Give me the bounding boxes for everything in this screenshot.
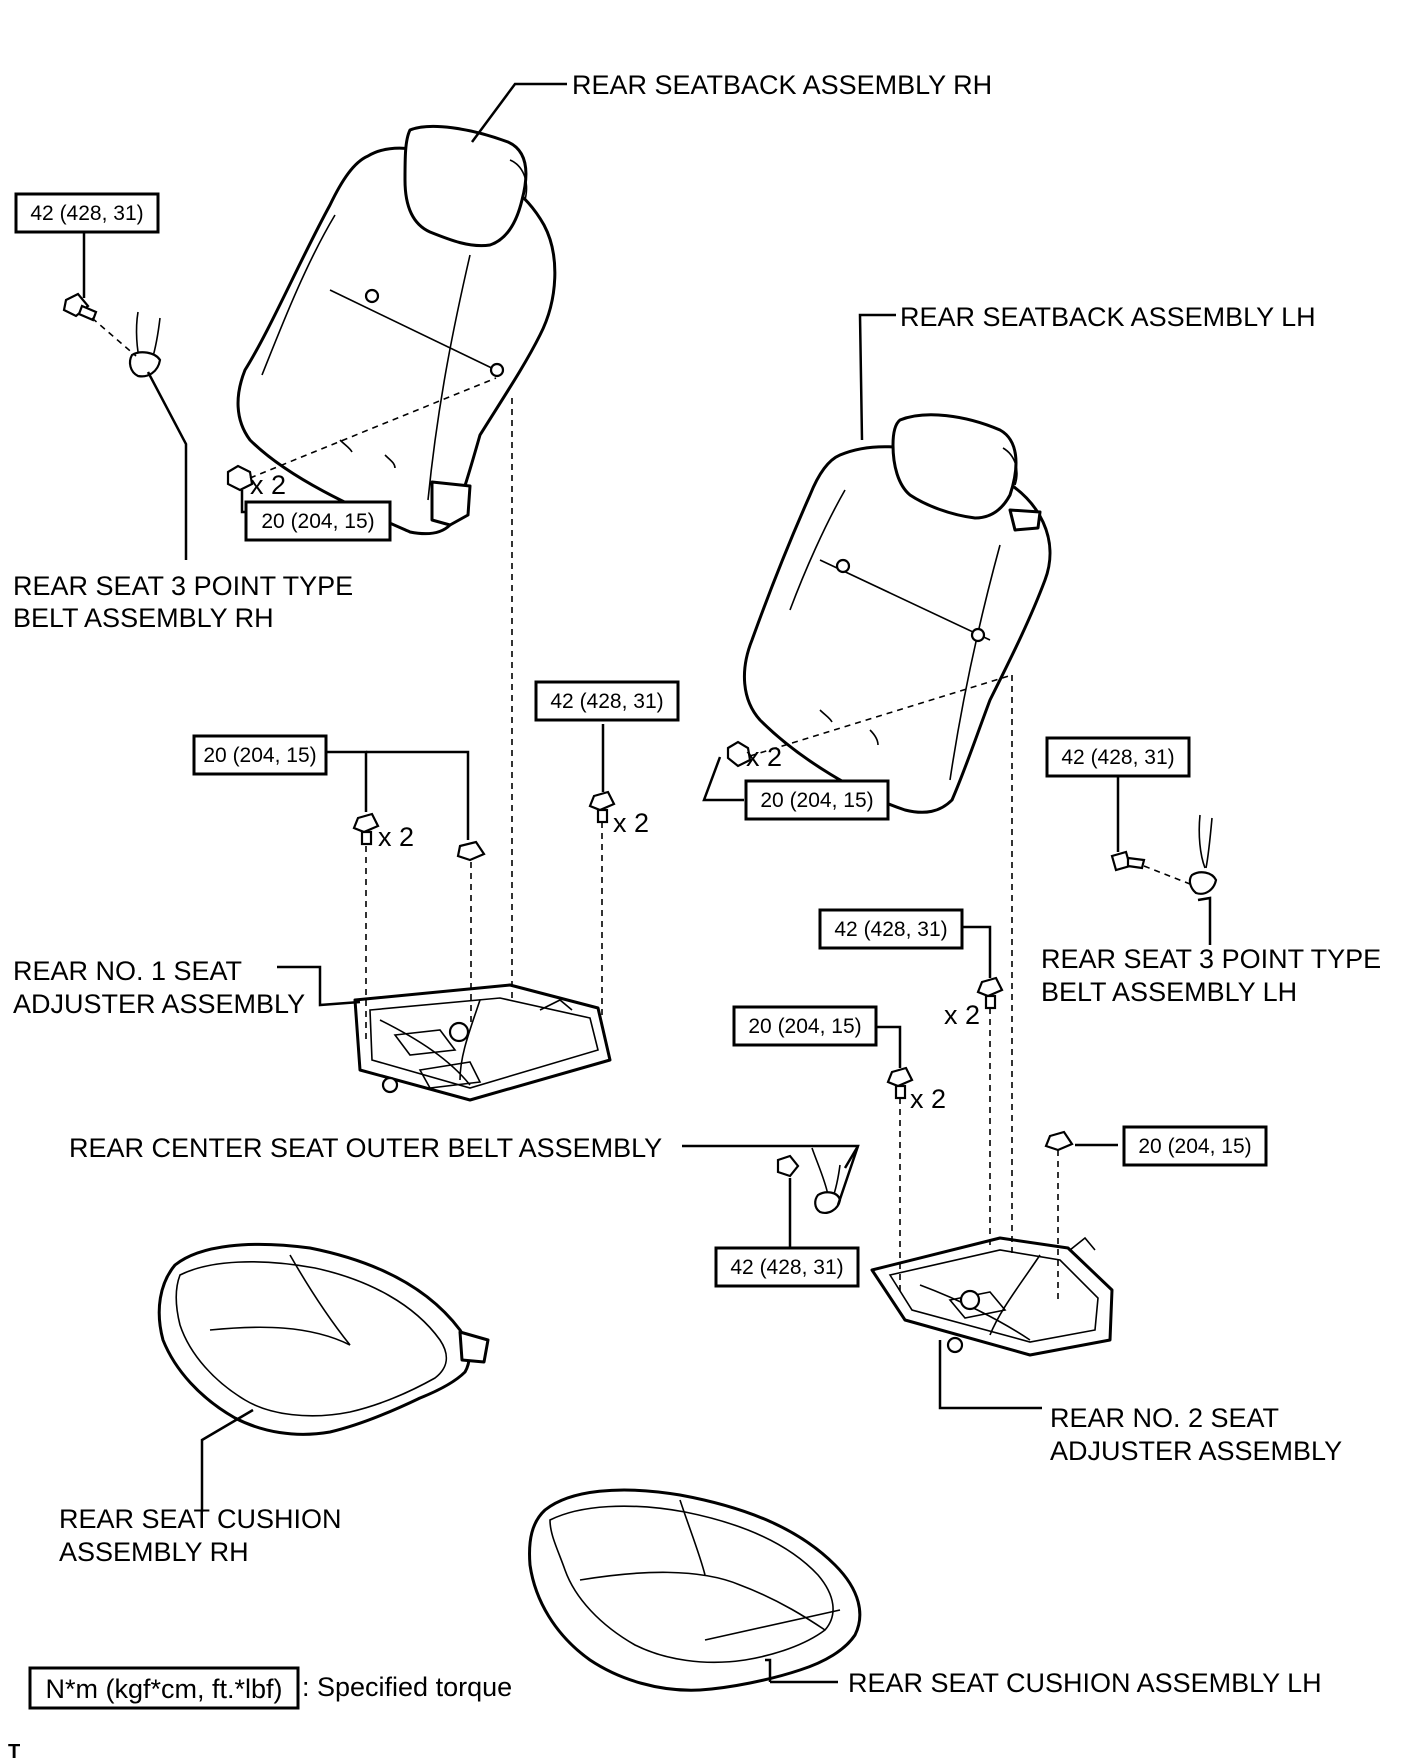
seatback-lh-drawing: [742, 413, 1052, 814]
label-belt-lh-2: BELT ASSEMBLY LH: [1041, 977, 1297, 1007]
adjuster-2-drawing: [870, 1236, 1114, 1357]
torque-spec-adjuster-2-right: 20 (204, 15): [1122, 1125, 1268, 1167]
torque-spec-belt-lh: 42 (428, 31): [1045, 736, 1191, 778]
center-belt-anchor: [811, 1147, 842, 1214]
qty-adjuster-2-nut: x 2: [944, 1000, 980, 1030]
seatback-lh-bolt: [726, 740, 752, 768]
torque-spec-adjuster-1-nut: 42 (428, 31): [534, 680, 680, 722]
svg-text:42 (428, 31): 42 (428, 31): [30, 202, 143, 225]
legend-unit-box: N*m (kgf*cm, ft.*lbf): [45, 1674, 282, 1704]
label-belt-rh-2: BELT ASSEMBLY RH: [13, 603, 274, 633]
seatback-rh-drawing: [236, 124, 557, 536]
label-cushion-rh-1: REAR SEAT CUSHION: [59, 1504, 342, 1534]
footer-mark: T: [8, 1741, 20, 1763]
center-belt-nut: [776, 1154, 800, 1178]
svg-text:42 (428, 31): 42 (428, 31): [730, 1256, 843, 1279]
svg-text:42 (428, 31): 42 (428, 31): [550, 690, 663, 713]
torque-spec-center-belt: 42 (428, 31): [714, 1246, 860, 1288]
svg-text:20 (204, 15): 20 (204, 15): [1138, 1135, 1251, 1158]
legend-description: : Specified torque: [302, 1672, 512, 1702]
label-adjuster-1-1: REAR NO. 1 SEAT: [13, 956, 242, 986]
svg-text:42 (428, 31): 42 (428, 31): [1061, 746, 1174, 769]
adjuster-2-nut: [976, 976, 1004, 1010]
adjuster-2-bolt: [886, 1066, 914, 1100]
torque-legend: N*m (kgf*cm, ft.*lbf) : Specified torque: [28, 1666, 512, 1710]
qty-seatback-rh: x 2: [250, 470, 286, 500]
label-adjuster-2-1: REAR NO. 2 SEAT: [1050, 1403, 1279, 1433]
label-belt-rh-1: REAR SEAT 3 POINT TYPE: [13, 571, 353, 601]
belt-rh-anchor: [128, 311, 162, 378]
torque-spec-seatback-lh: 20 (204, 15): [744, 779, 890, 821]
adjuster-1-nut-left: [456, 840, 486, 862]
qty-seatback-lh: x 2: [746, 742, 782, 772]
part-labels: REAR SEATBACK ASSEMBLY RH REAR SEATBACK …: [13, 70, 1381, 1698]
torque-spec-adjuster-2-nut: 42 (428, 31): [818, 908, 964, 950]
label-adjuster-2-2: ADJUSTER ASSEMBLY: [1050, 1436, 1342, 1466]
label-adjuster-1-2: ADJUSTER ASSEMBLY: [13, 989, 305, 1019]
torque-spec-adjuster-2-bolt: 20 (204, 15): [732, 1005, 878, 1047]
qty-adjuster-1-bolt: x 2: [378, 822, 414, 852]
svg-text:20 (204, 15): 20 (204, 15): [203, 744, 316, 767]
label-cushion-lh: REAR SEAT CUSHION ASSEMBLY LH: [848, 1668, 1322, 1698]
qty-adjuster-2-bolt: x 2: [910, 1084, 946, 1114]
torque-spec-adjuster-1-bolt: 20 (204, 15): [192, 734, 328, 776]
cushion-lh-drawing: [528, 1488, 862, 1692]
belt-lh-bolt: [1110, 850, 1146, 872]
torque-spec-belt-rh: 42 (428, 31): [14, 192, 160, 234]
leader-lines: [82, 82, 1212, 1684]
svg-text:20 (204, 15): 20 (204, 15): [760, 789, 873, 812]
label-belt-lh-1: REAR SEAT 3 POINT TYPE: [1041, 944, 1381, 974]
svg-text:20 (204, 15): 20 (204, 15): [261, 510, 374, 533]
seatback-rh-bolt: [226, 464, 254, 492]
label-center-belt: REAR CENTER SEAT OUTER BELT ASSEMBLY: [69, 1133, 662, 1163]
label-seatback-rh: REAR SEATBACK ASSEMBLY RH: [572, 70, 992, 100]
alignment-lines: [91, 317, 1191, 1300]
quantity-labels: x 2 x 2 x 2 x 2 x 2 x 2: [250, 470, 980, 1114]
qty-adjuster-1-nut: x 2: [613, 808, 649, 838]
label-seatback-lh: REAR SEATBACK ASSEMBLY LH: [900, 302, 1316, 332]
cushion-rh-drawing: [157, 1242, 490, 1436]
adjuster-1-bolt: [352, 812, 380, 846]
label-cushion-rh-2: ASSEMBLY RH: [59, 1537, 249, 1567]
torque-spec-seatback-rh: 20 (204, 15): [244, 500, 392, 542]
adjuster-1-drawing: [353, 983, 612, 1102]
belt-lh-anchor: [1188, 814, 1218, 895]
adjuster-1-nut-right: [588, 790, 616, 824]
adjuster-2-right-nut: [1044, 1130, 1074, 1152]
belt-rh-bolt: [62, 292, 98, 322]
svg-text:20 (204, 15): 20 (204, 15): [748, 1015, 861, 1038]
svg-text:42 (428, 31): 42 (428, 31): [834, 918, 947, 941]
